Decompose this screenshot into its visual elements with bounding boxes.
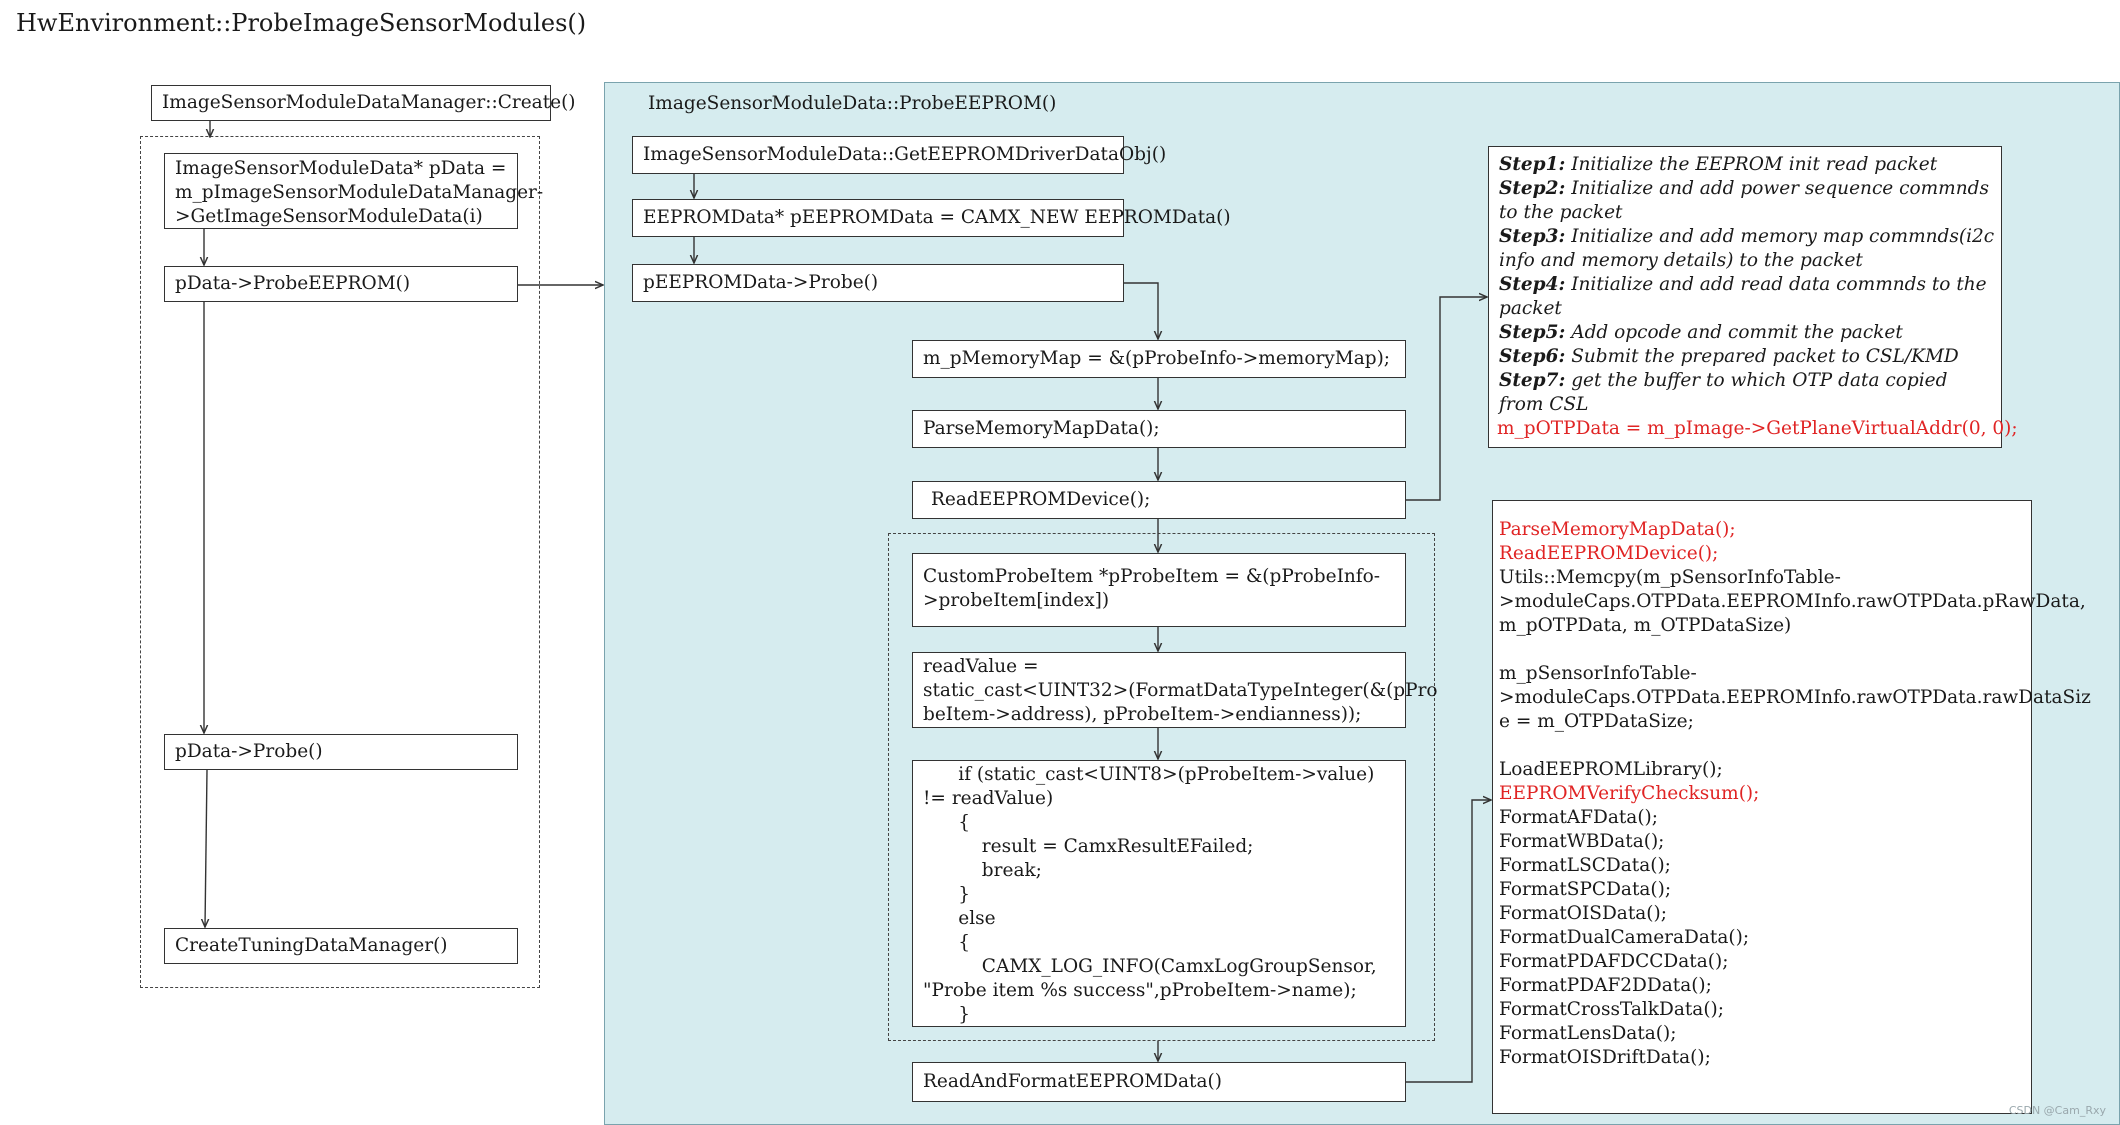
eeprom-probe-label: pEEPROMData->Probe() xyxy=(643,272,879,293)
arrow-readdevice-to-steps xyxy=(1406,297,1487,501)
get-module-data-line-3: >GetImageSensorModuleData(i) xyxy=(175,206,483,227)
format-line: LoadEEPROMLibrary(); xyxy=(1499,759,1723,780)
read-value-line-1: readValue = xyxy=(923,656,1039,677)
if-line-10: "Probe item %s success",pProbeItem->name… xyxy=(923,980,1357,1001)
if-line-4: result = CamxResultEFailed; xyxy=(923,836,1254,857)
read-eeprom-device-node: ReadEEPROMDevice(); xyxy=(912,481,1406,519)
probe-item-line-1: CustomProbeItem *pProbeItem = &(pProbeIn… xyxy=(923,566,1381,587)
format-line: FormatPDAF2DData(); xyxy=(1499,975,1712,996)
step-line: Step6: Submit the prepared packet to CSL… xyxy=(1499,346,1959,367)
read-format-node: ReadAndFormatEEPROMData() xyxy=(912,1062,1406,1102)
format-line: FormatOISDriftData(); xyxy=(1499,1047,1711,1068)
format-line: >moduleCaps.OTPData.EEPROMInfo.rawOTPDat… xyxy=(1499,687,2091,708)
format-line: FormatCrossTalkData(); xyxy=(1499,999,1724,1020)
probe-call-label: pData->Probe() xyxy=(175,741,323,762)
format-line: e = m_OTPDataSize; xyxy=(1499,711,1694,732)
step-line: to the packet xyxy=(1499,202,1623,223)
if-line-11: } xyxy=(923,1004,971,1025)
if-line-3: { xyxy=(923,812,971,833)
step-line: from CSL xyxy=(1499,394,1589,415)
arrow-readformat-to-formatbox xyxy=(1406,800,1491,1083)
steps-box: Step1: Initialize the EEPROM init read p… xyxy=(1488,146,2018,448)
step-line: Step2: Initialize and add power sequence… xyxy=(1499,178,1989,199)
memory-map-node: m_pMemoryMap = &(pProbeInfo->memoryMap); xyxy=(912,340,1406,378)
page-title: HwEnvironment::ProbeImageSensorModules() xyxy=(16,9,587,37)
format-line: FormatLensData(); xyxy=(1499,1023,1677,1044)
if-line-5: break; xyxy=(923,860,1042,881)
format-line: ReadEEPROMDevice(); xyxy=(1499,543,1719,564)
format-line: FormatPDAFDCCData(); xyxy=(1499,951,1729,972)
format-line: FormatSPCData(); xyxy=(1499,879,1672,900)
if-block-node: if (static_cast<UINT8>(pProbeItem->value… xyxy=(912,760,1406,1027)
step-line: info and memory details) to the packet xyxy=(1499,250,1863,271)
left-loop-dashed-frame xyxy=(140,136,540,988)
create-tuning-node: CreateTuningDataManager() xyxy=(164,928,518,964)
read-eeprom-device-label: ReadEEPROMDevice(); xyxy=(931,489,1151,510)
format-data-box: ParseMemoryMapData(); ReadEEPROMDevice();… xyxy=(1492,500,2091,1114)
create-node-label: ImageSensorModuleDataManager::Create() xyxy=(162,92,576,113)
read-value-line-2: static_cast<UINT32>(FormatDataTypeIntege… xyxy=(923,680,1438,701)
create-node: ImageSensorModuleDataManager::Create() xyxy=(151,85,576,121)
step-line: Step4: Initialize and add read data comm… xyxy=(1499,274,1987,295)
arrow-probe-to-createtuning xyxy=(205,769,207,927)
get-driver-node: ImageSensorModuleData::GetEEPROMDriverDa… xyxy=(632,136,1166,174)
get-module-data-line-1: ImageSensorModuleData* pData = xyxy=(175,158,507,179)
if-line-1: if (static_cast<UINT8>(pProbeItem->value… xyxy=(923,764,1375,785)
eeprom-probe-node: pEEPROMData->Probe() xyxy=(632,264,1124,302)
format-line: FormatLSCData(); xyxy=(1499,855,1671,876)
if-line-7: else xyxy=(923,908,996,929)
get-module-data-line-2: m_pImageSensorModuleDataManager- xyxy=(175,182,544,203)
if-line-8: { xyxy=(923,932,971,953)
otp-data-line: m_pOTPData = m_pImage->GetPlaneVirtualAd… xyxy=(1497,418,2018,439)
format-line: EEPROMVerifyChecksum(); xyxy=(1499,783,1760,804)
read-value-line-3: beItem->address), pProbeItem->endianness… xyxy=(923,704,1362,725)
format-line: FormatAFData(); xyxy=(1499,807,1659,828)
probe-eeprom-call-node: pData->ProbeEEPROM() xyxy=(164,266,518,302)
step-line: Step1: Initialize the EEPROM init read p… xyxy=(1499,154,1938,175)
probe-item-line-2: >probeItem[index]) xyxy=(923,590,1110,611)
format-line: FormatOISData(); xyxy=(1499,903,1667,924)
format-line: FormatWBData(); xyxy=(1499,831,1665,852)
create-tuning-label: CreateTuningDataManager() xyxy=(175,935,448,956)
new-eeprom-node: EEPROMData* pEEPROMData = CAMX_NEW EEPRO… xyxy=(632,199,1231,237)
step-line: Step5: Add opcode and commit the packet xyxy=(1499,322,1903,343)
get-driver-label: ImageSensorModuleData::GetEEPROMDriverDa… xyxy=(643,144,1167,165)
get-module-data-node: ImageSensorModuleData* pData = m_pImageS… xyxy=(164,153,543,229)
read-value-node: readValue = static_cast<UINT32>(FormatDa… xyxy=(912,652,1438,728)
format-line: >moduleCaps.OTPData.EEPROMInfo.rawOTPDat… xyxy=(1499,591,2086,612)
read-format-label: ReadAndFormatEEPROMData() xyxy=(923,1071,1222,1092)
watermark: CSDN @Cam_Rxy xyxy=(2008,1104,2106,1117)
format-line: ParseMemoryMapData(); xyxy=(1499,519,1736,540)
parse-memory-map-label: ParseMemoryMapData(); xyxy=(923,418,1160,439)
if-line-6: } xyxy=(923,884,971,905)
if-line-9: CAMX_LOG_INFO(CamxLogGroupSensor, xyxy=(923,956,1377,977)
format-line: Utils::Memcpy(m_pSensorInfoTable- xyxy=(1499,567,1841,588)
probe-item-node: CustomProbeItem *pProbeItem = &(pProbeIn… xyxy=(912,553,1406,627)
memory-map-label: m_pMemoryMap = &(pProbeInfo->memoryMap); xyxy=(923,348,1391,369)
format-line: FormatDualCameraData(); xyxy=(1499,927,1750,948)
format-line: m_pOTPData, m_OTPDataSize) xyxy=(1499,615,1792,636)
probe-call-node: pData->Probe() xyxy=(164,734,518,770)
step-line: packet xyxy=(1499,298,1562,319)
arrow-probe-to-memorymap xyxy=(1124,282,1158,339)
if-line-2: != readValue) xyxy=(923,788,1054,809)
probe-item-loop-dashed-frame xyxy=(888,533,1435,1041)
format-line: m_pSensorInfoTable- xyxy=(1499,663,1697,684)
probe-eeprom-call-label: pData->ProbeEEPROM() xyxy=(175,273,411,294)
new-eeprom-label: EEPROMData* pEEPROMData = CAMX_NEW EEPRO… xyxy=(643,207,1231,228)
step-line: Step3: Initialize and add memory map com… xyxy=(1499,226,1995,247)
step-line: Step7: get the buffer to which OTP data … xyxy=(1499,370,1948,391)
panel-title: ImageSensorModuleData::ProbeEEPROM() xyxy=(648,93,1057,114)
parse-memory-map-node: ParseMemoryMapData(); xyxy=(912,410,1406,448)
